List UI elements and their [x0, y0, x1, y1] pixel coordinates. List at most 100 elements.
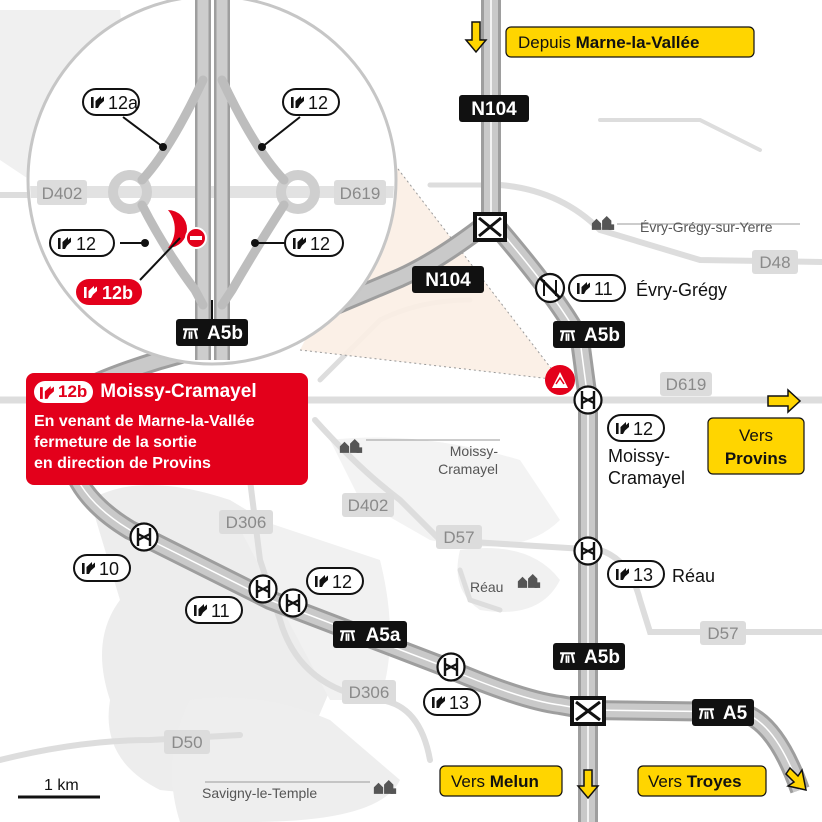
highway-label-a5b-lower: A5b: [553, 643, 625, 670]
interchange-icon: [436, 652, 466, 682]
closure-alert-line: fermeture de la sortie: [34, 434, 197, 451]
road-label-d402-inset: D402: [37, 180, 87, 205]
closure-alert: 12b Moissy-Cramayel En venant de Marne-l…: [26, 373, 308, 485]
closure-alert-line: en direction de Provins: [34, 455, 211, 472]
svg-text:A5: A5: [723, 703, 748, 724]
svg-text:D57: D57: [707, 624, 738, 643]
exit-label-11: 11: [568, 274, 626, 302]
highway-label-a5b-upper: A5b: [553, 321, 625, 348]
highway-label-a5: A5: [692, 699, 754, 726]
exit-label-12: 12: [284, 229, 344, 257]
scale-bar: 1 km: [18, 777, 100, 799]
town-icon: [591, 216, 615, 230]
exit-arrow-icon: [40, 385, 55, 400]
svg-text:Vers: Vers: [739, 426, 773, 445]
interchange-icon: [473, 212, 507, 242]
town-moissy-cramayel-line1: Moissy-: [450, 443, 499, 459]
svg-text:D619: D619: [340, 184, 381, 203]
svg-text:12a: 12a: [108, 93, 139, 113]
interchange-icon: [248, 574, 278, 604]
exit-label-10: 10: [73, 554, 131, 582]
interchange-icon: [570, 696, 606, 726]
svg-text:A5b: A5b: [584, 647, 620, 668]
roadworks-icon: [545, 365, 575, 395]
svg-text:Provins: Provins: [725, 449, 787, 468]
interchange-icon: [278, 588, 308, 618]
interchange-icon: [129, 522, 159, 552]
svg-text:11: 11: [211, 601, 230, 621]
exit-label-12: 12: [49, 229, 115, 257]
exit-label-12: 12: [306, 567, 364, 595]
exit-place-evry-gregy: Évry-Grégy: [636, 280, 727, 300]
direction-signs: Depuis Marne-la-Vallée Vers Provins Vers…: [439, 21, 807, 800]
svg-text:N104: N104: [471, 99, 517, 120]
svg-text:12: 12: [76, 234, 96, 254]
svg-text:A5b: A5b: [207, 323, 243, 344]
sign-depuis-marne-la-vallee: Depuis Marne-la-Vallée: [464, 21, 755, 58]
exit-label-13: 13: [607, 560, 665, 588]
road-label-d50: D50: [164, 730, 210, 754]
svg-text:10: 10: [99, 559, 119, 579]
sign-vers-troyes: Vers Troyes: [637, 765, 807, 797]
closure-alert-title: Moissy-Cramayel: [100, 381, 257, 402]
closure-alert-exit-number: 12b: [58, 382, 88, 401]
town-savigny: Savigny-le-Temple: [202, 785, 317, 801]
town-labels: Évry-Grégy-sur-Yerre Moissy- Cramayel Ré…: [202, 216, 800, 801]
svg-text:D50: D50: [171, 733, 202, 752]
svg-text:A5a: A5a: [366, 625, 401, 646]
highway-label-a5b-inset: A5b: [176, 319, 248, 346]
svg-text:D306: D306: [226, 513, 267, 532]
svg-text:D48: D48: [759, 253, 790, 272]
exit-place-moissy-line1: Moissy-: [608, 446, 670, 466]
svg-text:12: 12: [308, 93, 328, 113]
road-label-d402: D402: [342, 493, 394, 517]
exit-label-12: 12: [282, 88, 340, 116]
closure-alert-header: 12b Moissy-Cramayel: [34, 380, 257, 404]
road-label-d48: D48: [752, 250, 798, 274]
sign-vers-provins: Vers Provins: [707, 388, 805, 475]
town-moissy-cramayel-line2: Cramayel: [438, 461, 498, 477]
svg-text:D402: D402: [348, 496, 389, 515]
road-label-d619-inset: D619: [334, 180, 386, 205]
exit-place-moissy-line2: Cramayel: [608, 468, 685, 488]
town-evry-gregy-sur-yerre: Évry-Grégy-sur-Yerre: [640, 219, 773, 235]
road-label-d306-a: D306: [219, 510, 273, 534]
svg-text:Vers Troyes: Vers Troyes: [648, 772, 742, 791]
svg-text:A5b: A5b: [584, 325, 620, 346]
svg-text:12: 12: [633, 419, 653, 439]
interchange-icon: [573, 536, 603, 566]
road-label-d619: D619: [660, 372, 712, 396]
exit-label-12b: 12b: [76, 279, 142, 305]
exit-label-13: 13: [423, 688, 481, 716]
highway-labels: N104 N104 A5b A5b A5a A5b A5: [176, 95, 754, 726]
road-labels: D402 D619 D48 D619 D402 D306 D57 D57 D30…: [37, 180, 798, 754]
sign-vers-melun: Vers Melun: [439, 765, 600, 800]
road-label-d57-b: D57: [700, 621, 746, 645]
svg-text:D402: D402: [42, 184, 83, 203]
exit-labels: 12a 12 12 12 12b 11 12 13 10 12 11 13: [49, 88, 665, 716]
no-entry-icon: [534, 272, 566, 304]
highway-label-n104-top: N104: [459, 95, 529, 122]
closure-alert-body: En venant de Marne-la-Vallée fermeture d…: [34, 411, 304, 474]
exit-label-11: 11: [185, 596, 243, 624]
svg-text:12: 12: [310, 234, 330, 254]
svg-text:11: 11: [594, 279, 613, 299]
svg-text:D306: D306: [349, 683, 390, 702]
svg-text:13: 13: [633, 565, 653, 585]
interchange-icon: [573, 385, 603, 415]
highway-label-a5a: A5a: [333, 621, 407, 648]
highway-label-n104-mid: N104: [412, 266, 484, 293]
exit-label-12a: 12a: [82, 88, 140, 116]
svg-text:Vers Melun: Vers Melun: [451, 772, 539, 791]
svg-text:13: 13: [449, 693, 469, 713]
closure-alert-line: En venant de Marne-la-Vallée: [34, 413, 255, 430]
exit-label-12: 12: [607, 414, 665, 442]
road-label-d57-a: D57: [436, 525, 482, 549]
svg-text:Depuis Marne-la-Vallée: Depuis Marne-la-Vallée: [518, 33, 699, 52]
svg-text:D57: D57: [443, 528, 474, 547]
exit-place-reau: Réau: [672, 566, 715, 586]
svg-text:1 km: 1 km: [44, 777, 79, 794]
svg-text:12: 12: [332, 572, 352, 592]
svg-text:12b: 12b: [102, 283, 133, 303]
